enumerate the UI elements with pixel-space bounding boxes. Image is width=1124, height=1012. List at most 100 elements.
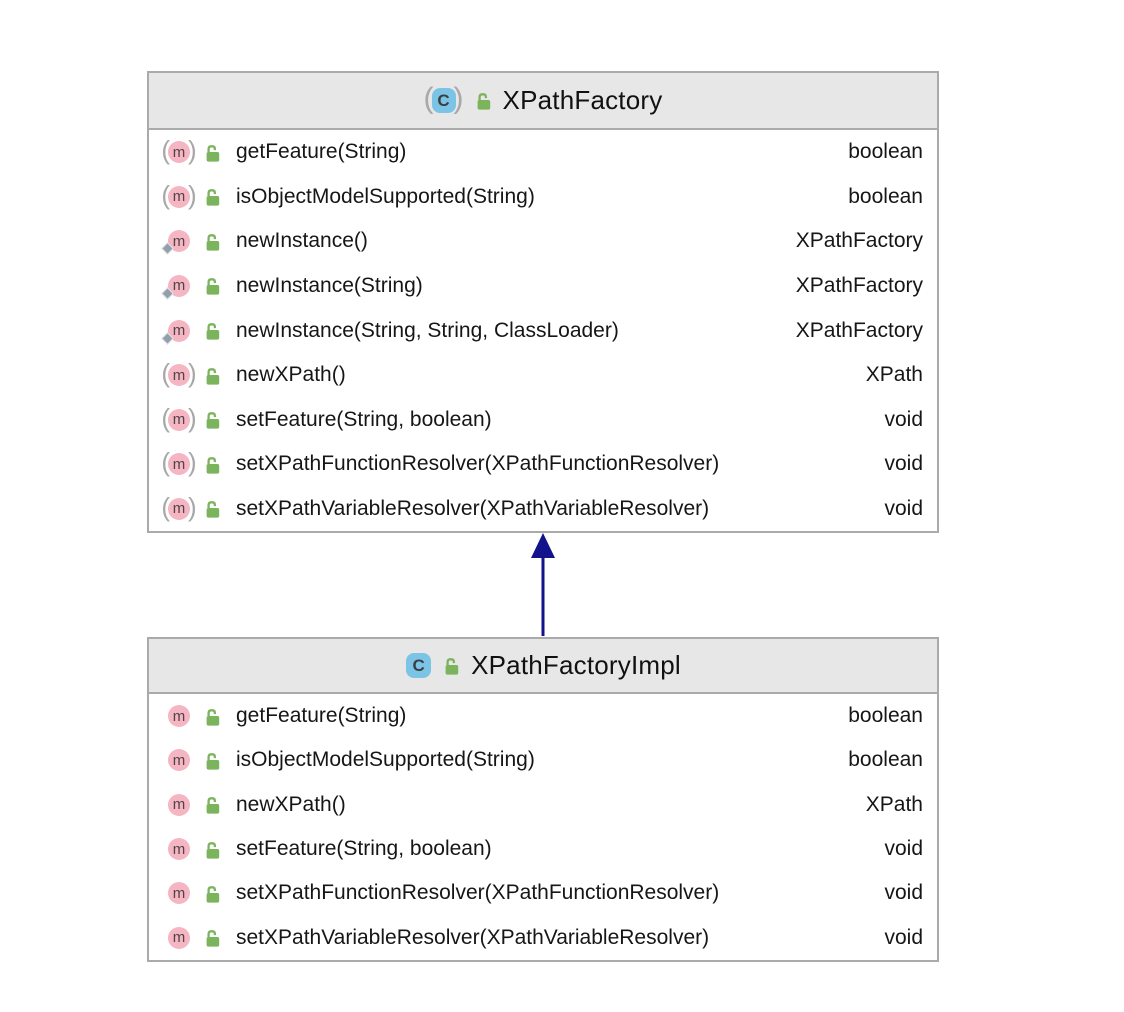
public-visibility-lock-icon	[204, 841, 221, 860]
method-signature: setXPathFunctionResolver(XPathFunctionRe…	[236, 881, 720, 905]
public-visibility-lock-icon	[204, 752, 221, 771]
method-list: m getFeature(String) boolean m isObjectModel…	[149, 694, 937, 960]
method-signature: setFeature(String, boolean)	[236, 837, 492, 861]
public-visibility-lock-icon	[443, 657, 460, 676]
class-title: XPathFactoryImpl	[471, 650, 681, 680]
public-visibility-lock-icon	[204, 188, 221, 207]
class-box-xpathfactoryimpl[interactable]: C XPathFactoryImpl m getFeature(String) bo…	[147, 637, 939, 962]
method-signature: newInstance()	[236, 229, 368, 253]
method-row-left: m setXPathVariableResolver(XPathVariableR…	[161, 926, 709, 950]
method-icon: m	[161, 926, 197, 949]
method-signature: newXPath()	[236, 792, 346, 816]
abstract-paren-open: (	[161, 447, 170, 478]
method-signature: setXPathVariableResolver(XPathVariableRe…	[236, 925, 710, 949]
method-row-left: (m) setFeature(String, boolean)	[161, 402, 492, 433]
method-icon: m	[161, 793, 197, 816]
method-row-left: m newInstance(String, String, ClassLoader…	[161, 318, 619, 345]
return-type: void	[884, 925, 923, 949]
class-icon: C	[405, 653, 432, 678]
method-bubble: m	[168, 749, 190, 772]
abstract-method-icon: (m)	[161, 402, 197, 433]
method-icon: m	[161, 838, 197, 861]
return-type: boolean	[848, 748, 923, 772]
class-header[interactable]: C XPathFactoryImpl	[149, 639, 937, 694]
method-bubble: m	[168, 838, 190, 861]
method-row[interactable]: (m)isObjectModelSupported(String)boolean	[149, 175, 937, 220]
method-bubble: m	[168, 274, 190, 297]
method-bubble: m	[168, 141, 190, 164]
return-type: XPathFactory	[795, 273, 923, 297]
method-bubble: m	[168, 793, 190, 816]
abstract-method-icon: (m)	[161, 135, 197, 166]
method-row[interactable]: (m)setFeature(String, boolean)void	[149, 397, 937, 442]
method-signature: setFeature(String, boolean)	[236, 407, 492, 431]
method-row-left: m getFeature(String)	[161, 704, 406, 728]
class-header[interactable]: ( C ) XPathFactory	[149, 73, 937, 130]
abstract-method-icon: (m)	[161, 491, 197, 522]
inheritance-arrowhead	[531, 533, 555, 558]
method-signature: newInstance(String)	[236, 273, 423, 297]
public-visibility-lock-icon	[204, 708, 221, 727]
method-signature: newInstance(String, String, ClassLoader)	[236, 318, 619, 342]
method-signature: newXPath()	[236, 363, 346, 387]
method-bubble: m	[168, 319, 190, 342]
class-bubble: C	[431, 88, 456, 113]
method-bubble: m	[168, 705, 190, 728]
method-row-left: (m) newXPath()	[161, 360, 346, 388]
public-visibility-lock-icon	[204, 796, 221, 815]
method-row-left: m newInstance(String)	[161, 273, 423, 300]
method-row[interactable]: (m) setXPathFunctionResolver(XPathFunctio…	[149, 442, 937, 487]
method-row[interactable]: (m)newXPath()XPath	[149, 353, 937, 398]
method-row[interactable]: m isObjectModelSupported(String) boolean	[149, 738, 937, 782]
return-type: boolean	[848, 140, 923, 164]
abstract-method-icon: (m)	[161, 360, 197, 388]
method-row[interactable]: m newInstance() XPathFactory	[149, 219, 937, 264]
method-row-left: m setFeature(String, boolean)	[161, 837, 492, 861]
abstract-paren-close: )	[453, 81, 464, 115]
method-icon: m	[161, 705, 197, 728]
public-visibility-lock-icon	[204, 411, 221, 430]
abstract-class-icon: ( C )	[424, 81, 464, 116]
abstract-method-icon: (m)	[161, 447, 197, 478]
method-list: (m)getFeature(String)boolean(m)isObjectM…	[149, 130, 937, 531]
method-signature: isObjectModelSupported(String)	[236, 748, 535, 772]
method-row[interactable]: m newInstance(String, String, ClassLoader…	[149, 308, 937, 353]
method-row[interactable]: m setXPathVariableResolver(XPathVariableR…	[149, 916, 937, 960]
public-visibility-lock-icon	[204, 277, 221, 296]
abstract-paren-open: (	[161, 179, 170, 210]
method-row[interactable]: m newInstance(String) XPathFactory	[149, 264, 937, 309]
inheritance-arrow[interactable]	[520, 531, 566, 637]
method-row-left: (m) setXPathFunctionResolver(XPathFunctio…	[161, 447, 720, 478]
method-icon: m	[161, 749, 197, 772]
method-bubble: m	[168, 230, 190, 253]
static-method-icon: m	[161, 230, 197, 256]
public-visibility-lock-icon	[204, 885, 221, 904]
method-bubble: m	[168, 408, 190, 431]
method-bubble: m	[168, 453, 190, 476]
method-signature: getFeature(String)	[236, 704, 407, 728]
public-visibility-lock-icon	[204, 500, 221, 519]
abstract-paren-close: )	[188, 179, 197, 210]
method-signature: getFeature(String)	[236, 140, 407, 164]
public-visibility-lock-icon	[204, 929, 221, 948]
method-row-left: (m) getFeature(String)	[161, 135, 407, 166]
public-visibility-lock-icon	[204, 322, 221, 341]
method-bubble: m	[168, 364, 190, 387]
return-type: XPathFactory	[795, 229, 923, 253]
abstract-paren-close: )	[188, 402, 197, 433]
method-signature: setXPathFunctionResolver(XPathFunctionRe…	[236, 452, 720, 476]
abstract-paren-open: (	[161, 491, 170, 522]
method-row[interactable]: (m) getFeature(String) boolean	[149, 130, 937, 175]
class-box-xpathfactory[interactable]: ( C ) XPathFactory (m)getFeature(String)…	[147, 71, 939, 533]
public-visibility-lock-icon	[204, 233, 221, 252]
abstract-paren-close: )	[188, 135, 197, 166]
return-type: void	[884, 881, 923, 905]
abstract-method-icon: (m)	[161, 179, 197, 210]
method-signature: setXPathVariableResolver(XPathVariableRe…	[236, 496, 710, 520]
method-row[interactable]: (m) setXPathVariableResolver(XPathVariabl…	[149, 487, 937, 532]
